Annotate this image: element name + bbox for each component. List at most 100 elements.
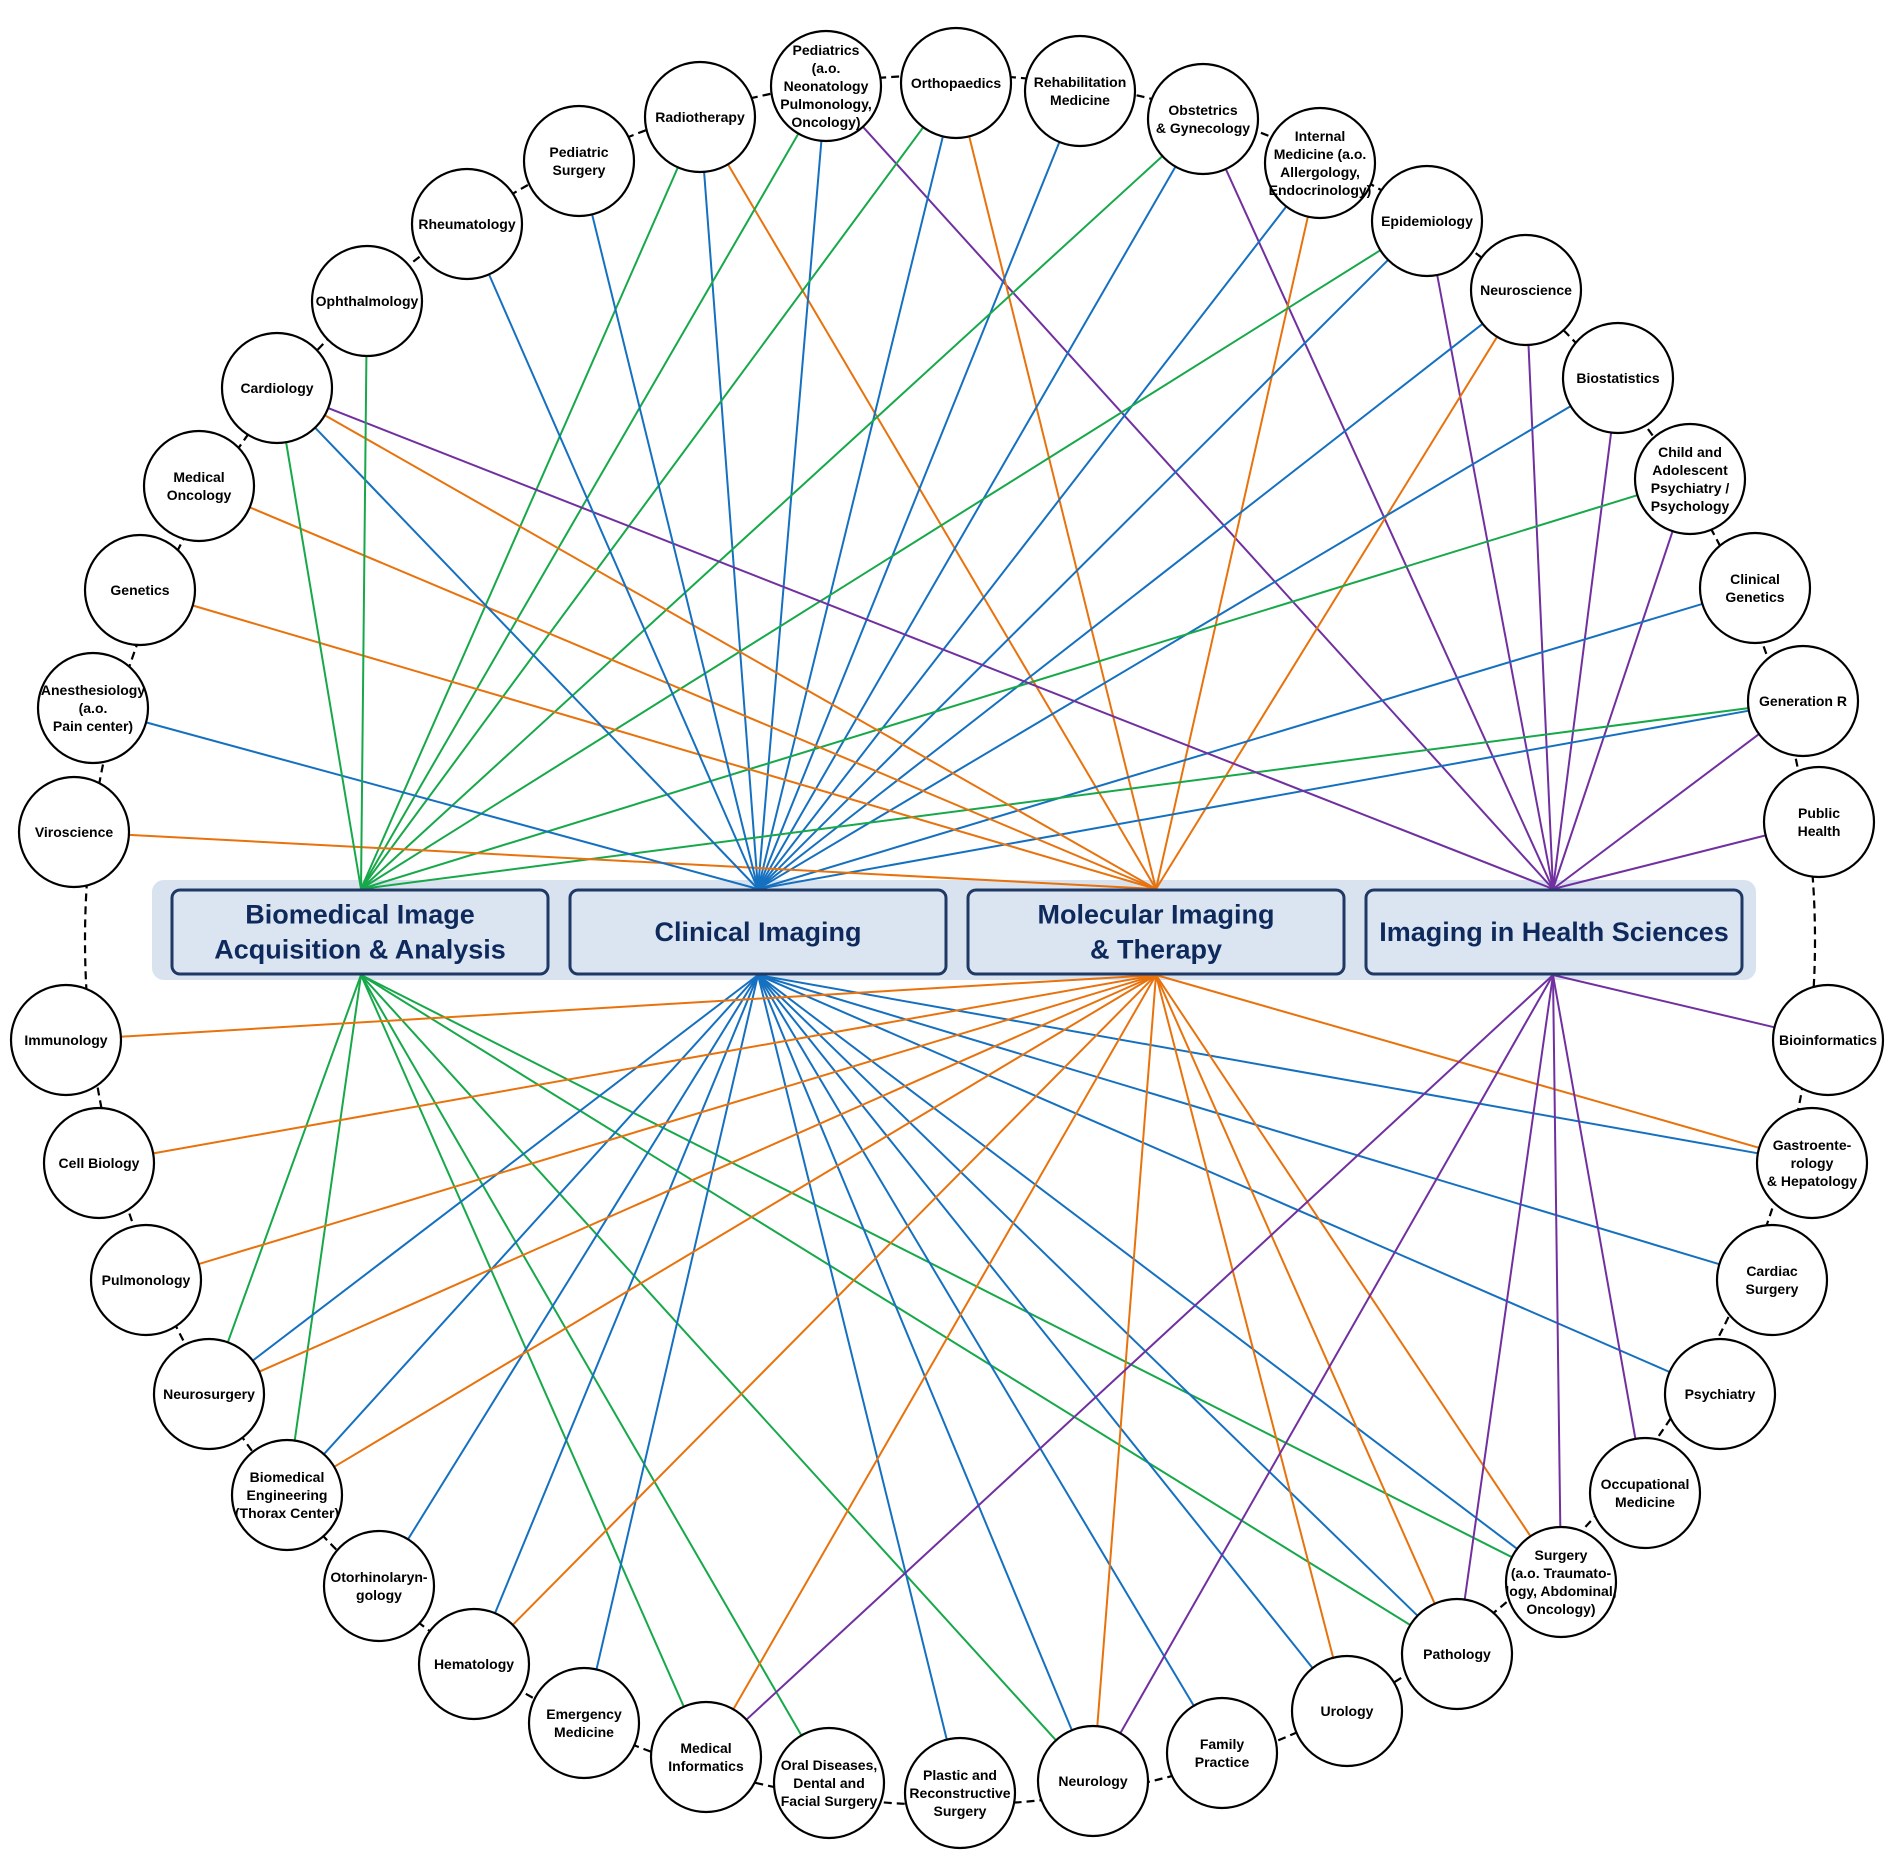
node-circle <box>1263 106 1377 220</box>
node-label-line: Informatics <box>668 1758 744 1774</box>
hub-label-line: Biomedical Image <box>245 900 475 930</box>
node-label-line: Cardiology <box>240 380 313 396</box>
node-label-line: logy, Abdominal, <box>1505 1583 1616 1599</box>
node-label-line: Plastic and <box>923 1767 997 1783</box>
node-circle <box>772 1726 886 1840</box>
discipline-node-anesthesiology: Anesthesiology(a.o.Pain center) <box>36 651 150 765</box>
connection-radiotherapy-h3 <box>727 163 1157 890</box>
node-label-line: Internal <box>1295 128 1346 144</box>
connection-emergency-h2 <box>595 974 759 1670</box>
connection-neuroscience-h3 <box>1155 336 1498 890</box>
node-circle <box>36 651 150 765</box>
connection-immunology-h3 <box>120 974 1157 1038</box>
connection-neurosurgery-h3 <box>258 974 1157 1373</box>
node-label-line: Adolescent <box>1652 462 1728 478</box>
connection-neuroscience-h4 <box>1527 344 1554 890</box>
connection-anesthesiology-h2 <box>145 721 759 890</box>
node-circle <box>417 1607 531 1721</box>
node-label-line: gology <box>356 1587 402 1603</box>
connection-neurosurgery-h2 <box>252 974 759 1362</box>
node-label-line: Oncology <box>167 487 232 503</box>
node-label-line: Medical <box>173 469 224 485</box>
node-circle <box>17 775 131 889</box>
node-circle <box>1036 1724 1150 1838</box>
node-circle <box>322 1529 436 1643</box>
connection-viroscience-h3 <box>128 833 1157 890</box>
node-circle <box>1165 1696 1279 1810</box>
connection-pathology-h4 <box>1463 974 1554 1600</box>
connection-gastro-h3 <box>1155 974 1760 1149</box>
connection-pathology-h3 <box>1155 974 1436 1605</box>
connection-pathology-h1 <box>360 974 1411 1626</box>
connection-pediatrics-h1 <box>360 133 800 890</box>
discipline-node-pulmonology: Pulmonology <box>89 1223 203 1337</box>
node-circle <box>649 1700 763 1814</box>
connection-rheumatology-h2 <box>488 273 759 890</box>
node-circle <box>899 26 1013 140</box>
node-label-line: Oncology) <box>1526 1601 1595 1617</box>
node-label-line: Neonatology <box>784 78 869 94</box>
connection-epidemiology-h1 <box>360 249 1381 890</box>
node-label-line: Neuroscience <box>1480 282 1572 298</box>
node-circle <box>89 1223 203 1337</box>
connection-obstetrics-h1 <box>360 155 1164 890</box>
node-label-line: Gastroente- <box>1773 1137 1852 1153</box>
discipline-node-surgery: Surgery(a.o. Traumato-logy, Abdominal,On… <box>1504 1525 1618 1639</box>
node-label-line: Orthopaedics <box>911 75 1001 91</box>
node-label-line: Pain center) <box>53 718 133 734</box>
hub-h3: Molecular Imaging& Therapy <box>966 888 1346 976</box>
node-circle <box>1663 1337 1777 1451</box>
node-label-line: Psychiatry <box>1685 1386 1756 1402</box>
node-label-line: Urology <box>1321 1703 1374 1719</box>
node-label-line: Medicine (a.o. <box>1274 146 1367 162</box>
connection-rehabilitation-h2 <box>757 141 1061 890</box>
connection-radiotherapy-h1 <box>360 166 679 890</box>
node-label-line: Medicine <box>554 1724 614 1740</box>
node-circle <box>1762 765 1876 879</box>
connection-pedsurgery-h2 <box>591 214 759 890</box>
node-circle <box>1771 983 1885 1097</box>
node-label-line: Reconstructive <box>909 1785 1010 1801</box>
node-circle <box>142 429 256 543</box>
discipline-node-urology: Urology <box>1290 1654 1404 1768</box>
node-label-line: Otorhinolaryn- <box>330 1569 428 1585</box>
connection-childpsych-h1 <box>360 494 1638 890</box>
node-circle <box>903 1736 1017 1850</box>
node-label-line: & Gynecology <box>1156 120 1250 136</box>
node-label-line: Hematology <box>434 1656 514 1672</box>
discipline-node-hematology: Hematology <box>417 1607 531 1721</box>
node-label-line: Family <box>1200 1736 1245 1752</box>
connection-surgery-h1 <box>360 974 1513 1559</box>
node-label-line: Cell Biology <box>59 1155 140 1171</box>
connection-neurology-h3 <box>1096 974 1157 1727</box>
node-circle <box>1504 1525 1618 1639</box>
node-circle <box>1698 531 1812 645</box>
node-circle <box>42 1106 156 1220</box>
connection-epidemiology-h4 <box>1436 274 1554 890</box>
connection-pathology-h2 <box>757 974 1419 1617</box>
connection-lines <box>120 126 1775 1741</box>
discipline-node-obstetrics: Obstetrics& Gynecology <box>1146 62 1260 176</box>
node-label-line: Endocrinology) <box>1269 182 1372 198</box>
node-circle <box>1023 34 1137 148</box>
connection-psychiatry-h2 <box>757 974 1670 1373</box>
discipline-node-neuroscience: Neuroscience <box>1469 233 1583 347</box>
node-circle <box>643 60 757 174</box>
discipline-node-ophthalmology: Ophthalmology <box>310 244 424 358</box>
node-label-line: Oral Diseases, <box>781 1757 878 1773</box>
hub-h4: Imaging in Health Sciences <box>1364 888 1744 976</box>
connection-gastro-h2 <box>757 974 1759 1155</box>
node-label-line: Rheumatology <box>418 216 515 232</box>
connection-biomedeng-h2 <box>323 974 759 1455</box>
discipline-node-epidemiology: Epidemiology <box>1370 164 1484 278</box>
node-label-line: Psychiatry / <box>1651 480 1730 496</box>
connection-surgery-h3 <box>1155 974 1532 1537</box>
connection-internal-h2 <box>757 205 1288 890</box>
